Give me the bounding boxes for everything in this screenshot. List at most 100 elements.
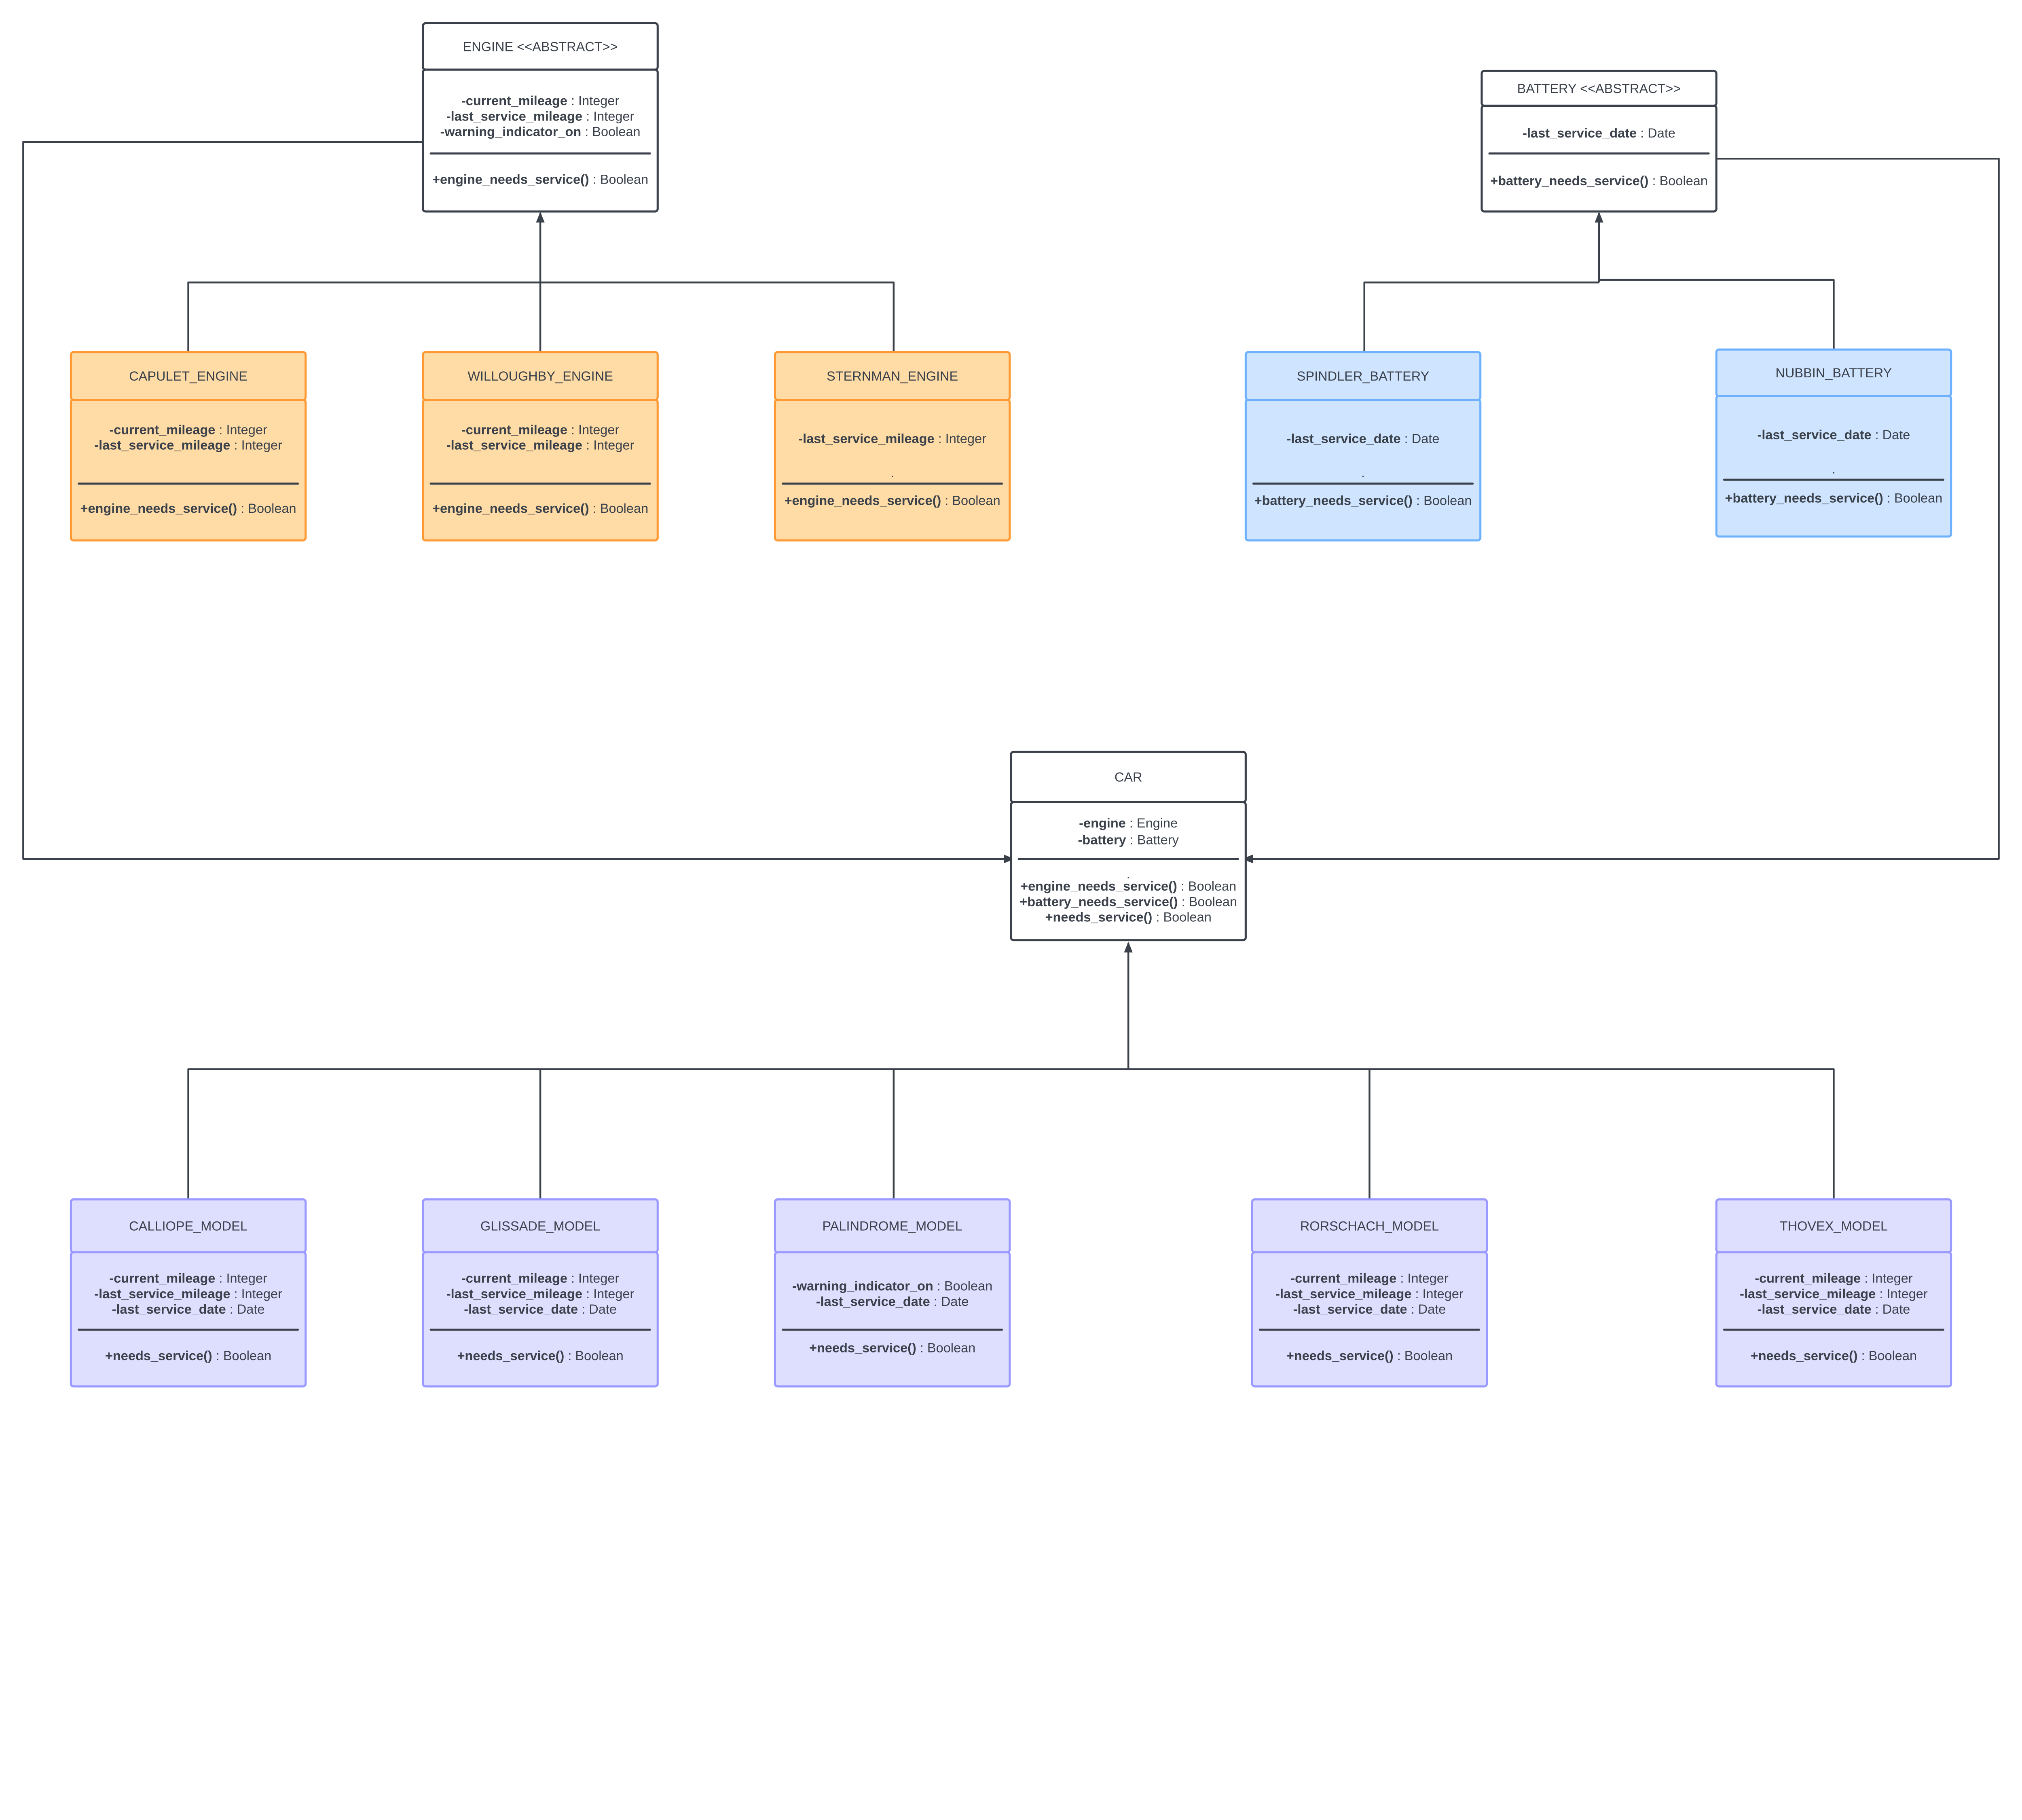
class-title: RORSCHACH_MODEL xyxy=(1300,1219,1439,1233)
attribute-type: : Integer xyxy=(582,438,635,453)
attribute-name: -last_service_mileage xyxy=(94,438,230,453)
attribute-type: : Date xyxy=(1407,1302,1446,1316)
attribute-name: -current_mileage xyxy=(109,1271,215,1286)
attribute-type: : Integer xyxy=(935,432,987,446)
class-body xyxy=(1715,1251,1952,1388)
battery-inheritance-connector xyxy=(1363,213,1835,352)
method: +needs_service() : Boolean xyxy=(105,1348,271,1363)
attribute-name: -last_service_mileage xyxy=(446,438,582,453)
class-body xyxy=(70,1251,307,1388)
class-palindrome-model[interactable]: PALINDROME_MODEL-warning_indicator_on : … xyxy=(774,1198,1011,1388)
attribute: -last_service_date : Date xyxy=(1758,1302,1910,1316)
attribute: -last_service_mileage : Integer xyxy=(446,109,635,123)
battery-car-association xyxy=(1242,157,2000,863)
class-thovex-model[interactable]: THOVEX_MODEL-current_mileage : Integer-l… xyxy=(1715,1198,1952,1388)
attribute: -last_service_date : Date xyxy=(1287,432,1440,446)
class-battery[interactable]: BATTERY <<ABSTRACT>>-last_service_date :… xyxy=(1481,70,1717,213)
method-name: +engine_needs_service() xyxy=(1020,879,1177,893)
method-type: : Boolean xyxy=(916,1341,975,1355)
method-name: +needs_service() xyxy=(457,1348,564,1363)
attribute-type: : Date xyxy=(1872,1302,1910,1316)
class-body xyxy=(1010,801,1247,942)
class-body xyxy=(422,1251,659,1388)
class-willoughby-engine[interactable]: WILLOUGHBY_ENGINE -current_mileage : Inte… xyxy=(422,351,659,542)
attribute-type: : Integer xyxy=(567,422,620,437)
method-name: +needs_service() xyxy=(1286,1348,1394,1363)
class-title: CAPULET_ENGINE xyxy=(129,369,247,383)
attribute-type: : Integer xyxy=(582,1287,635,1301)
attribute: -last_service_date : Date xyxy=(1758,427,1910,442)
attribute-type: : Integer xyxy=(1411,1287,1464,1301)
class-car[interactable]: CAR-engine : Engine-battery : Battery.+e… xyxy=(1010,751,1247,942)
class-engine[interactable]: ENGINE <<ABSTRACT>>-current_mileage : In… xyxy=(422,22,659,213)
attribute-type: : Integer xyxy=(215,1271,267,1286)
attribute: -current_mileage : Integer xyxy=(461,93,620,108)
separator-dot: . xyxy=(890,466,894,480)
class-body xyxy=(774,398,1011,542)
separator-dot: . xyxy=(1832,461,1836,476)
attribute-name: -last_service_date xyxy=(1758,1302,1872,1316)
method-type: : Boolean xyxy=(1883,491,1942,505)
method-type: : Boolean xyxy=(1413,493,1472,508)
attribute-type: : Integer xyxy=(567,1271,620,1286)
method: +engine_needs_service() : Boolean xyxy=(432,501,648,516)
method-name: +needs_service() xyxy=(1751,1348,1858,1363)
separator-dot: . xyxy=(1127,867,1130,881)
class-calliope-model[interactable]: CALLIOPE_MODEL-current_mileage : Integer… xyxy=(70,1198,307,1388)
class-capulet-engine[interactable]: CAPULET_ENGINE-current_mileage : Integer… xyxy=(70,351,307,542)
class-title: WILLOUGHBY_ENGINE xyxy=(467,369,613,383)
attribute-name: -last_service_date xyxy=(1293,1302,1407,1316)
method: +needs_service() : Boolean xyxy=(1751,1348,1917,1363)
attribute-type: : Date xyxy=(1637,126,1675,140)
class-body xyxy=(1251,1251,1488,1388)
attribute: -warning_indicator_on : Boolean xyxy=(792,1279,992,1293)
engine-inheritance-connector xyxy=(187,213,895,352)
attribute-type: : Boolean xyxy=(581,125,640,139)
method-type: : Boolean xyxy=(237,501,296,516)
attribute-type: : Integer xyxy=(1861,1271,1913,1286)
attribute: -last_service_mileage : Integer xyxy=(1275,1287,1464,1301)
attribute: -current_mileage : Integer xyxy=(109,1271,267,1286)
class-body xyxy=(1244,398,1482,542)
method-type: : Boolean xyxy=(564,1348,623,1363)
attribute-name: -last_service_date xyxy=(816,1294,930,1309)
attribute-type: : Integer xyxy=(1396,1271,1449,1286)
attribute-type: : Battery xyxy=(1126,832,1179,847)
class-body xyxy=(422,398,659,542)
attribute-name: -last_service_date xyxy=(112,1302,226,1316)
attribute: -engine : Engine xyxy=(1079,816,1178,830)
class-title: CAR xyxy=(1115,770,1142,785)
attribute: -last_service_mileage : Integer xyxy=(94,438,282,453)
attribute-name: -last_service_date xyxy=(1287,432,1401,446)
method-name: +engine_needs_service() xyxy=(785,493,941,508)
class-body xyxy=(422,68,659,213)
class-rorschach-model[interactable]: RORSCHACH_MODEL -current_mileage : Intege… xyxy=(1251,1198,1488,1388)
method-name: +engine_needs_service() xyxy=(432,501,589,516)
attribute-type: : Boolean xyxy=(933,1279,992,1293)
attribute: -last_service_date : Date xyxy=(1523,126,1675,140)
attribute-type: : Engine xyxy=(1126,816,1178,830)
attribute-name: -current_mileage xyxy=(461,422,567,437)
class-title: SPINDLER_BATTERY xyxy=(1297,369,1430,383)
class-nubbin-battery[interactable]: NUBBIN_BATTERY-last_service_date : Date.… xyxy=(1715,348,1952,538)
method: +needs_service() : Boolean xyxy=(457,1348,623,1363)
attribute: -current_mileage : Integer xyxy=(461,422,620,437)
classes: ENGINE <<ABSTRACT>>-current_mileage : In… xyxy=(70,22,1952,1388)
class-body xyxy=(1715,395,1952,538)
attribute: -last_service_date : Date xyxy=(1293,1302,1446,1316)
method-name: +battery_needs_service() xyxy=(1725,491,1883,505)
attribute: -last_service_mileage : Integer xyxy=(446,438,635,453)
attribute: -last_service_date : Date xyxy=(464,1302,617,1316)
method-name: +engine_needs_service() xyxy=(432,172,589,187)
method-name: +needs_service() xyxy=(105,1348,212,1363)
method-type: : Boolean xyxy=(589,501,648,516)
class-spindler-battery[interactable]: SPINDLER_BATTERY -last_service_date : Dat… xyxy=(1244,351,1482,542)
attribute-name: -last_service_date xyxy=(1758,427,1872,442)
attribute: -current_mileage : Integer xyxy=(1755,1271,1913,1286)
class-glissade-model[interactable]: GLISSADE_MODEL-current_mileage : Integer… xyxy=(422,1198,659,1388)
attribute: -last_service_mileage : Integer xyxy=(446,1287,635,1301)
attribute-name: -last_service_mileage xyxy=(1740,1287,1876,1301)
attribute-name: -current_mileage xyxy=(1290,1271,1396,1286)
method-name: +battery_needs_service() xyxy=(1254,493,1413,508)
class-sternman-engine[interactable]: STERNMAN_ENGINE-last_service_mileage : I… xyxy=(774,351,1011,542)
